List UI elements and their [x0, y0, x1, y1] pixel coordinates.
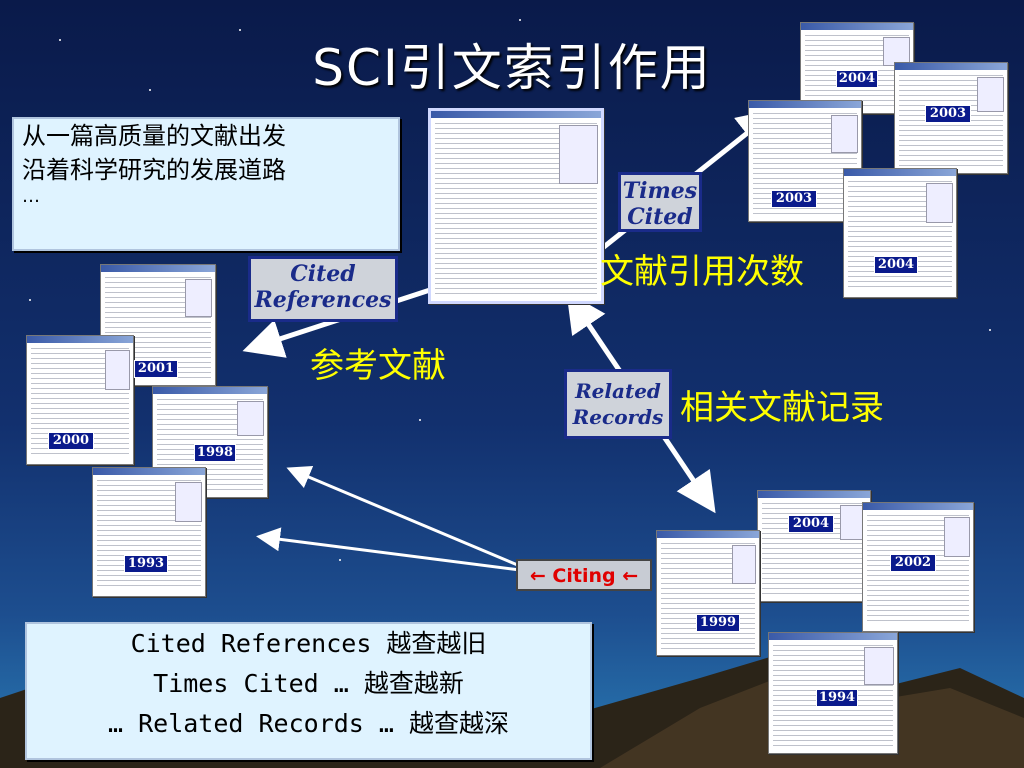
year-badge-2004-bottom: 2004 — [788, 515, 834, 533]
cited-references-label: Cited References — [248, 256, 398, 322]
main-record-screenshot — [428, 108, 604, 304]
record-thumbnail-1999 — [656, 530, 760, 656]
year-badge-2004-top: 2004 — [836, 70, 878, 88]
year-badge-2001: 2001 — [134, 360, 178, 378]
related-records-line-2: Records — [572, 405, 664, 429]
year-badge-2004-mid: 2004 — [874, 256, 918, 274]
year-badge-1994: 1994 — [816, 689, 858, 707]
year-badge-1998: 1998 — [194, 444, 236, 462]
intro-line-2: 沿着科学研究的发展道路 — [22, 156, 286, 184]
related-records-label: Related Records — [564, 369, 672, 439]
intro-line-3: … — [22, 186, 40, 207]
xiangguan-jilu-label: 相关文献记录 — [680, 388, 884, 428]
summary-row-3: … Related Records … 越查越深 — [107, 709, 510, 738]
intro-line-1: 从一篇高质量的文献出发 — [22, 122, 286, 150]
record-thumbnail-2003-top — [894, 62, 1008, 174]
arrow-citing-2 — [256, 527, 521, 572]
record-thumbnail-2004-bottom — [757, 490, 871, 602]
year-badge-2000: 2000 — [48, 432, 94, 450]
citing-button[interactable]: ← Citing ← — [516, 559, 652, 591]
record-thumbnail-1993 — [92, 467, 206, 597]
page-title: SCI引文索引作用 — [312, 39, 712, 97]
arrow-citing-1 — [286, 465, 521, 568]
summary-row-1: Cited References 越查越旧 — [130, 629, 487, 658]
year-badge-1999: 1999 — [696, 614, 740, 632]
times-cited-line-1: Times — [622, 178, 698, 204]
times-cited-line-2: Cited — [627, 204, 693, 230]
summary-row-2: Times Cited … 越查越新 — [153, 669, 464, 698]
cited-references-line-2: References — [254, 287, 392, 313]
year-badge-1993: 1993 — [124, 555, 168, 573]
yinyong-cishu-label: 文献引用次数 — [600, 252, 804, 292]
cankao-wenxian-label: 参考文献 — [310, 346, 446, 386]
summary-callout: Cited References 越查越旧 Times Cited … 越查越新… — [25, 622, 592, 760]
intro-callout: 从一篇高质量的文献出发 沿着科学研究的发展道路 … — [12, 117, 400, 251]
times-cited-label: Times Cited — [618, 172, 702, 232]
year-badge-2003-mid: 2003 — [771, 190, 817, 208]
related-records-line-1: Related — [575, 379, 661, 403]
record-thumbnail-2004-mid — [843, 168, 957, 298]
year-badge-2002: 2002 — [890, 554, 936, 572]
year-badge-2003-top: 2003 — [925, 105, 971, 123]
cited-references-line-1: Cited — [290, 261, 356, 287]
